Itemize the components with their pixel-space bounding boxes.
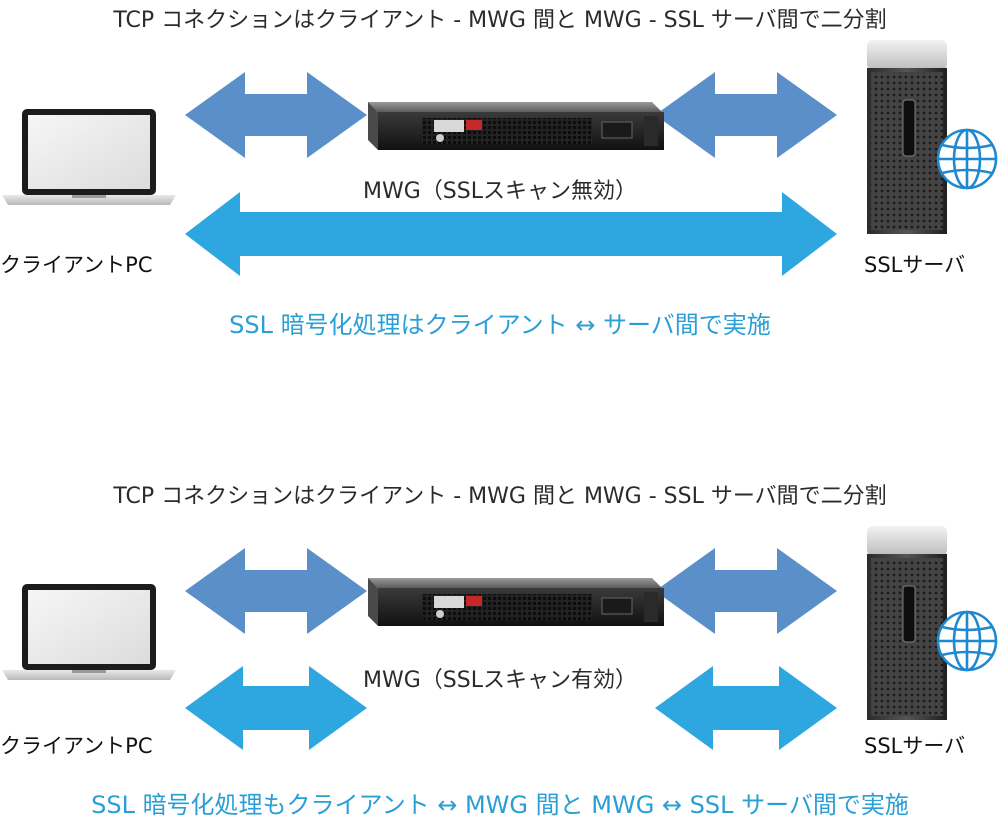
ssl-caption: SSL 暗号化処理はクライアント ↔ サーバ間で実施 [229, 311, 771, 339]
client-pc-label: クライアントPC [0, 253, 153, 277]
ssl-arrow-mwg-server [655, 666, 837, 750]
tower-server-icon [867, 526, 947, 720]
tcp-arrow-client-mwg [185, 72, 367, 158]
ssl-server-label: SSLサーバ [864, 734, 966, 758]
rack-appliance-icon [368, 102, 664, 150]
ssl-caption: SSL 暗号化処理もクライアント ↔ MWG 間と MWG ↔ SSL サーバ間… [91, 791, 909, 819]
ssl-arrow-client-mwg [185, 666, 367, 750]
tcp-arrow-mwg-server [655, 548, 837, 634]
ssl-server-label: SSLサーバ [864, 253, 966, 277]
laptop-icon [2, 109, 176, 205]
rack-appliance-icon [368, 578, 664, 626]
globe-icon [936, 128, 998, 190]
tcp-caption: TCP コネクションはクライアント - MWG 間と MWG - SSL サーバ… [113, 8, 887, 33]
client-pc-label: クライアントPC [0, 734, 153, 758]
globe-icon [936, 610, 998, 672]
tcp-caption: TCP コネクションはクライアント - MWG 間と MWG - SSL サーバ… [113, 484, 887, 509]
tcp-arrow-client-mwg [185, 548, 367, 634]
ssl-arrow-client-server [185, 192, 837, 276]
tower-server-icon [867, 40, 947, 234]
mwg-label: MWG（SSLスキャン有効） [363, 668, 637, 693]
mwg-label: MWG（SSLスキャン無効） [363, 179, 637, 204]
tcp-arrow-mwg-server [655, 72, 837, 158]
laptop-icon [2, 584, 176, 680]
